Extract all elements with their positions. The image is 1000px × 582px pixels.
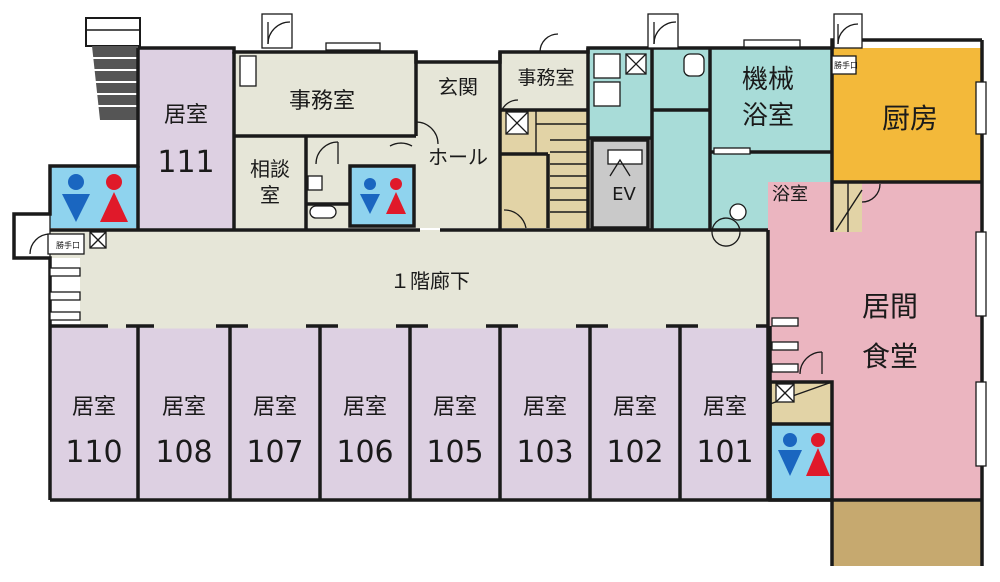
room-106-number: 106 (336, 435, 393, 470)
service-door-label: 勝手口 (56, 240, 80, 250)
consult-room-area (234, 136, 306, 228)
room-105-area (410, 326, 500, 500)
service-door-label: 勝手口 (834, 60, 858, 70)
machine-bath-area (710, 48, 832, 152)
corridor-label: １階廊下 (390, 269, 470, 293)
doors (13, 13, 881, 375)
room-110-name: 居室 (72, 395, 116, 420)
machine-bath-label-2: 浴室 (742, 101, 794, 131)
room-105-number: 105 (426, 435, 483, 470)
room-102-name: 居室 (613, 395, 657, 420)
dining-label-1: 居間 (862, 290, 918, 323)
office-main-label: 事務室 (289, 89, 355, 114)
room-fills (50, 48, 982, 566)
wet-area-2 (652, 48, 710, 230)
room-106-area (320, 326, 410, 500)
hall-label: ホール (428, 145, 488, 169)
room-103-area (500, 326, 590, 500)
entrance-area (416, 62, 500, 146)
toilet-icon (778, 433, 830, 476)
kitchen-label: 厨房 (882, 102, 938, 135)
elevator-label: EV (612, 184, 636, 205)
room-108-number: 108 (155, 435, 212, 470)
room-102-number: 102 (606, 435, 663, 470)
room-111-number: 111 (157, 145, 214, 180)
bath-label: 浴室 (772, 184, 808, 205)
walls (12, 38, 984, 566)
entrance-label: 玄関 (438, 75, 478, 99)
office-small-label: 事務室 (517, 67, 574, 89)
room-103-name: 居室 (523, 395, 567, 420)
exterior-stair (85, 17, 141, 120)
room-107-name: 居室 (253, 395, 297, 420)
corridor-area (50, 230, 768, 326)
room-110-area (50, 326, 138, 500)
toilet-icon (62, 174, 128, 222)
consult-room-label-2: 室 (260, 183, 280, 207)
dining-stair (832, 182, 862, 232)
room-labels: 居室 111 事務室 相談 室 玄関 ホール 事務室 EV 機械 浴室 浴室 厨… (56, 60, 938, 470)
room-105-name: 居室 (433, 395, 477, 420)
room-108-name: 居室 (162, 395, 206, 420)
room-111-area (138, 48, 234, 230)
room-107-number: 107 (246, 435, 303, 470)
office-main-area (234, 52, 416, 136)
kitchen-area (832, 48, 982, 182)
dining-label-2: 食堂 (862, 340, 918, 373)
room-108-area (138, 326, 230, 500)
consult-room-label-1: 相談 (250, 157, 290, 181)
machine-bath-label-1: 機械 (742, 65, 794, 95)
room-102-area (590, 326, 680, 500)
terrace-area (832, 500, 982, 566)
room-101-name: 居室 (703, 395, 747, 420)
toilet-center-area (350, 166, 414, 226)
room-101-number: 101 (696, 435, 753, 470)
room-110-number: 110 (65, 435, 122, 470)
toilet-icon (360, 178, 406, 214)
room-103-number: 103 (516, 435, 573, 470)
windows (325, 39, 987, 467)
room-106-name: 居室 (343, 395, 387, 420)
room-101-area (680, 326, 770, 500)
room-111-name: 居室 (164, 103, 208, 128)
room-107-area (230, 326, 320, 500)
fixtures (47, 53, 863, 405)
